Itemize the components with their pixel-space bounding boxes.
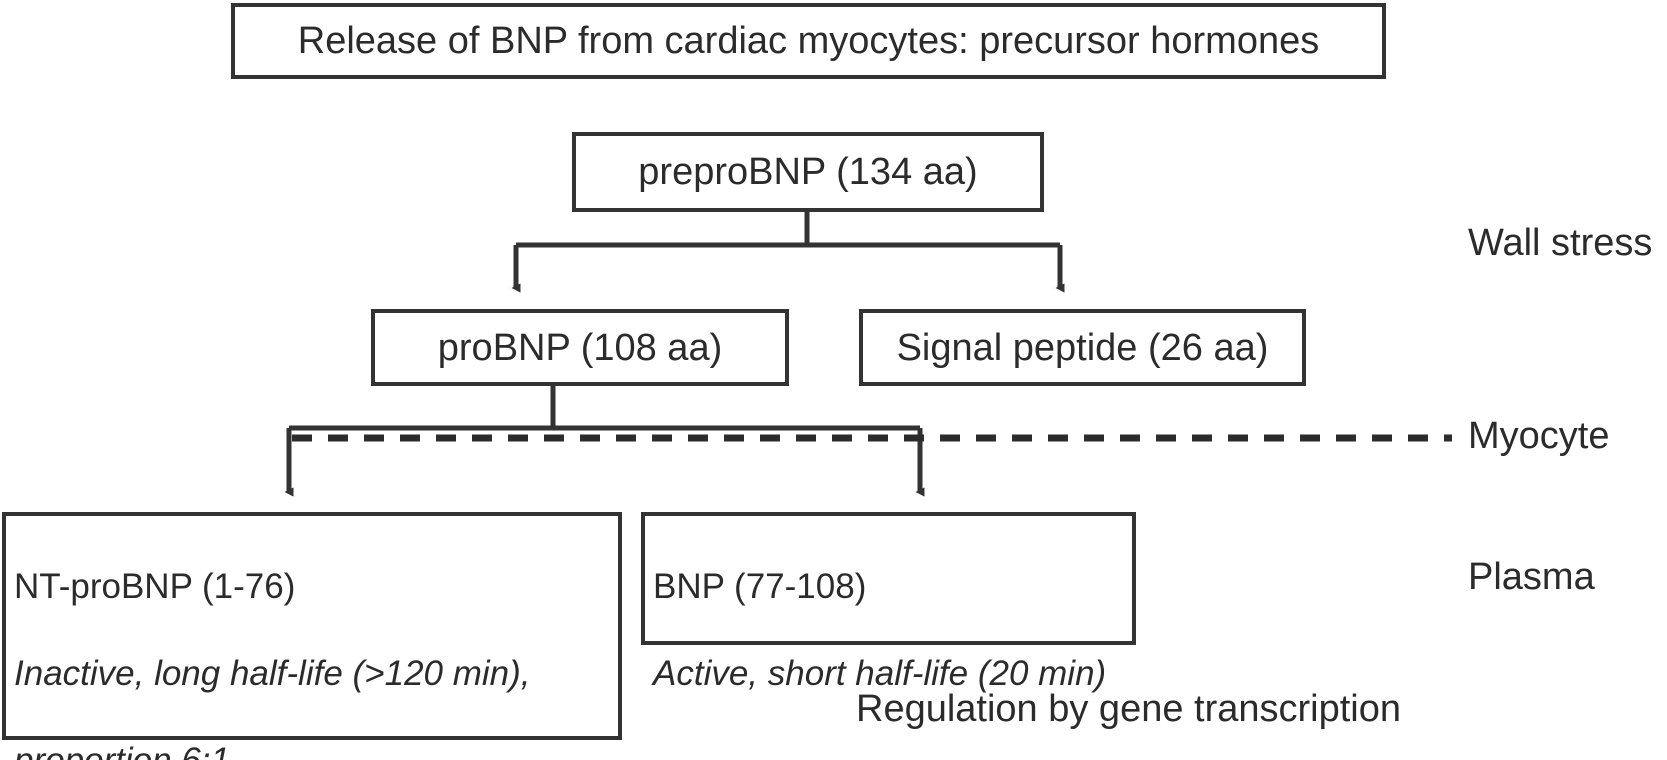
node-nt-probnp: NT-proBNP (1-76) Inactive, long half-lif… bbox=[2, 512, 622, 760]
node-bnp-heading: BNP (77-108) bbox=[653, 567, 867, 607]
node-nt-probnp-line2: proportion 6:1, bbox=[14, 739, 531, 760]
node-probnp-label: proBNP (108 aa) bbox=[437, 326, 723, 369]
node-preprobnp: preproBNP (134 aa) bbox=[572, 132, 1044, 212]
node-preprobnp-label: preproBNP (134 aa) bbox=[638, 151, 978, 193]
node-nt-probnp-heading: NT-proBNP (1-76) bbox=[14, 567, 296, 607]
page-title: Release of BNP from cardiac myocytes: pr… bbox=[297, 20, 1320, 62]
side-label-myocyte: Myocyte bbox=[1468, 415, 1610, 457]
node-signal-peptide-label: Signal peptide (26 aa) bbox=[896, 326, 1269, 369]
label-regulation-by-gene-transcription: Regulation by gene transcription bbox=[856, 688, 1402, 730]
node-bnp-text: BNP (77-108) Active, short half-life (20… bbox=[645, 516, 1106, 739]
node-probnp: proBNP (108 aa) bbox=[371, 309, 789, 386]
node-signal-peptide: Signal peptide (26 aa) bbox=[859, 309, 1306, 386]
figure-title-box: Release of BNP from cardiac myocytes: pr… bbox=[231, 3, 1386, 79]
node-nt-probnp-text: NT-proBNP (1-76) Inactive, long half-lif… bbox=[6, 516, 531, 760]
side-label-plasma: Plasma bbox=[1468, 556, 1595, 598]
node-nt-probnp-line1: Inactive, long half-life (>120 min), bbox=[14, 654, 531, 694]
node-bnp: BNP (77-108) Active, short half-life (20… bbox=[641, 512, 1136, 693]
node-bnp-line1: Active, short half-life (20 min) bbox=[653, 654, 1107, 694]
side-label-wall-stress: Wall stress bbox=[1468, 222, 1653, 264]
